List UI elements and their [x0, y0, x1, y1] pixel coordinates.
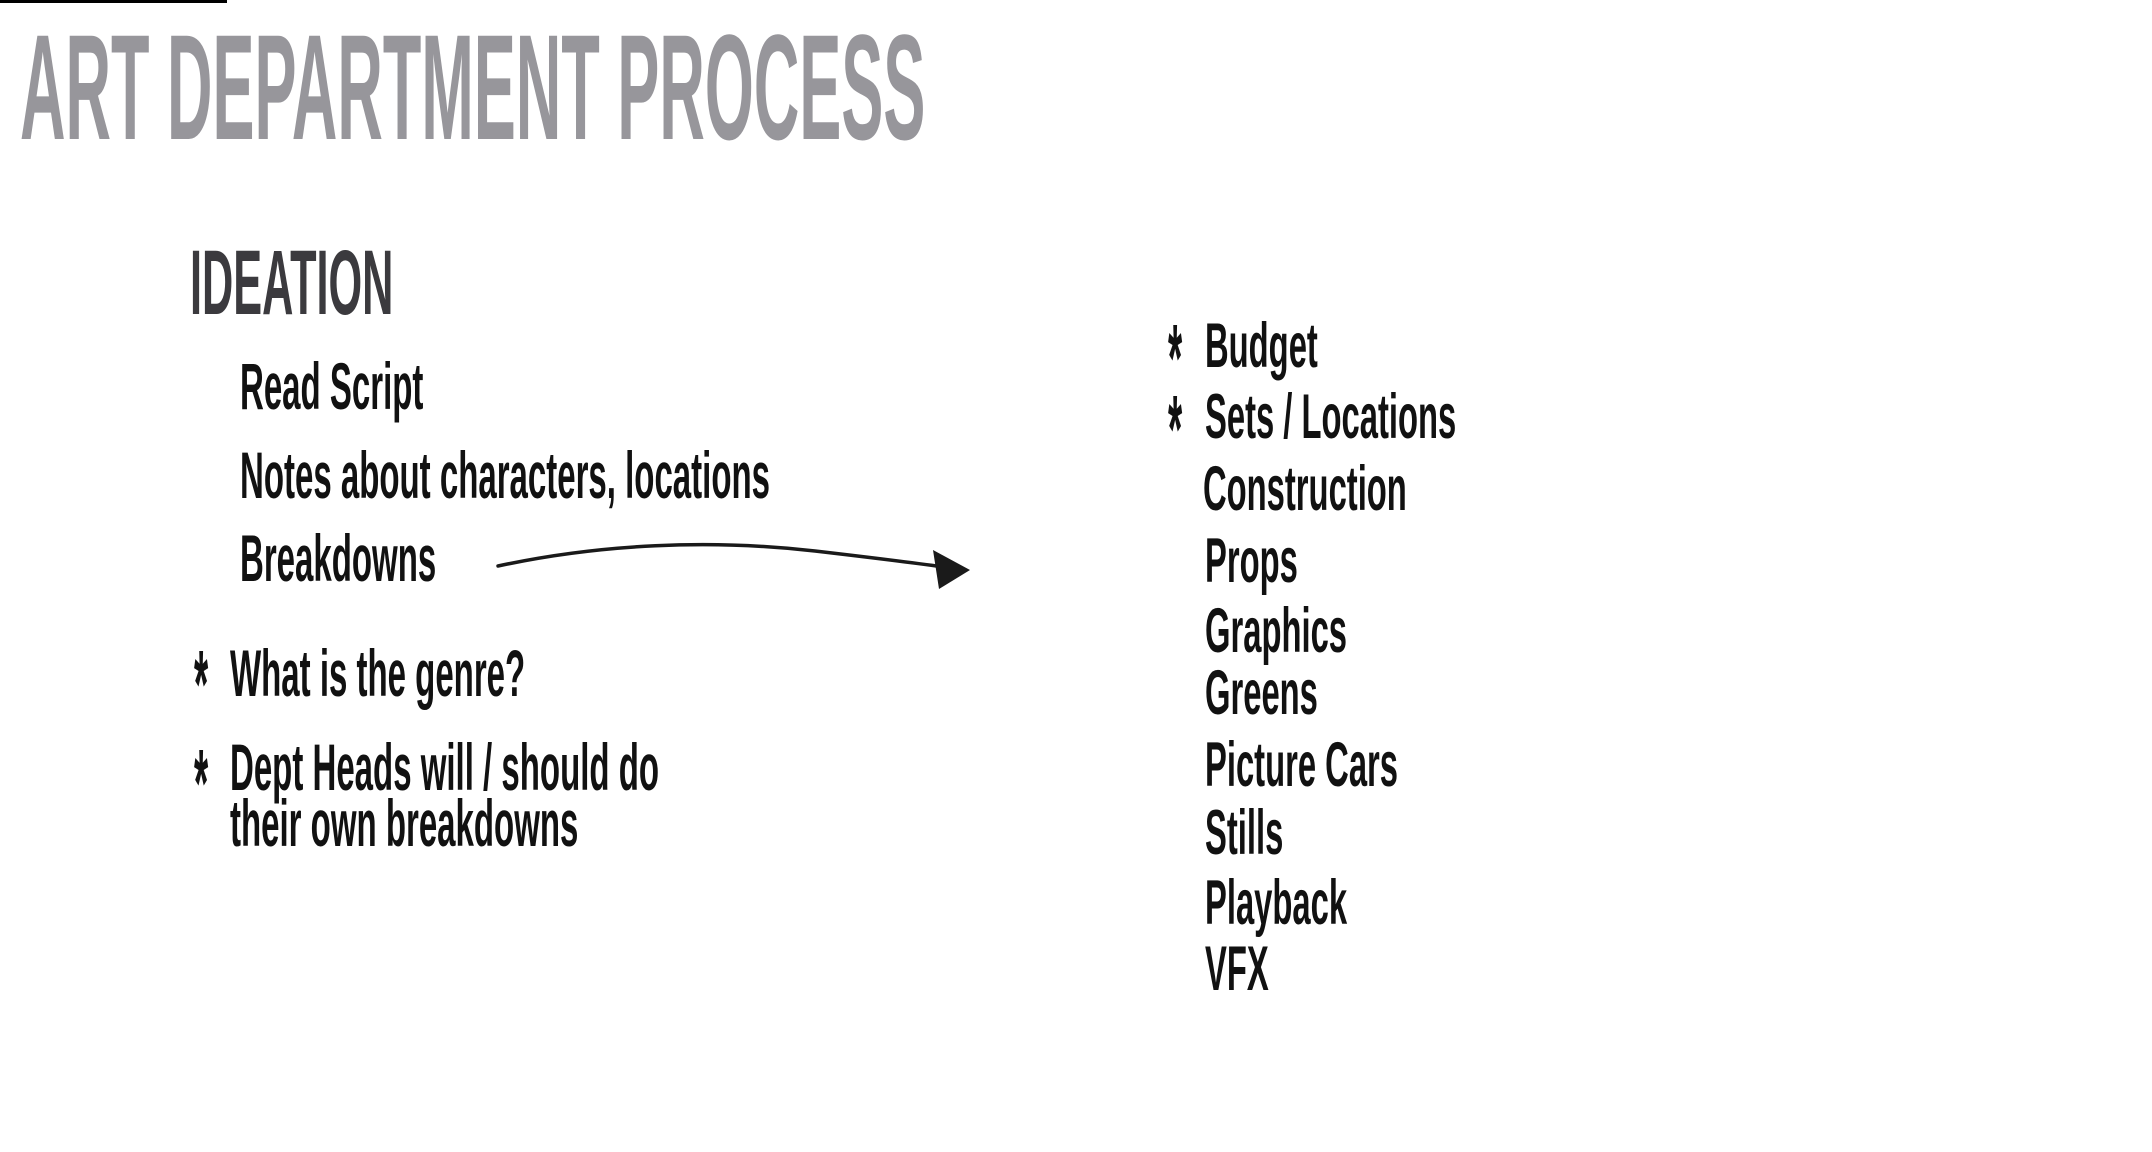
- top-edge-artifact: [0, 0, 227, 3]
- note-genre: What is the genre?: [230, 640, 820, 706]
- note-dept-heads-marker: *: [194, 736, 231, 832]
- breakdown-item-props: Props: [1205, 530, 1384, 593]
- breakdown-item-sets-locations: Sets / Locations: [1205, 386, 1688, 449]
- breakdown-item-label: VFX: [1205, 934, 1269, 1004]
- asterisk-marker: *: [194, 631, 209, 738]
- breakdown-item-picture-cars: Picture Cars: [1205, 734, 1576, 797]
- ideation-step-label: Breakdowns: [240, 521, 437, 595]
- ideation-step-breakdowns: Breakdowns: [240, 525, 632, 591]
- asterisk-marker: *: [194, 730, 209, 837]
- page-title: ART DEPARTMENT PROCESS: [20, 12, 2152, 162]
- breakdown-item-label: Sets / Locations: [1205, 382, 1457, 452]
- asterisk-marker: *: [1168, 305, 1183, 412]
- breakdown-item-label: Budget: [1205, 311, 1318, 381]
- asterisk-marker: *: [1168, 376, 1183, 483]
- note-genre-marker: *: [194, 637, 231, 733]
- breakdown-item-label: Playback: [1205, 868, 1348, 938]
- breakdown-item-greens: Greens: [1205, 662, 1422, 725]
- ideation-step-label: Notes about characters, locations: [240, 438, 770, 512]
- breakdown-item-budget: Budget: [1205, 315, 1422, 378]
- page-title-text: ART DEPARTMENT PROCESS: [20, 3, 926, 171]
- breakdown-item-label: Graphics: [1205, 596, 1348, 666]
- breakdown-row-marker: *: [1168, 311, 1205, 407]
- ideation-step-label: Read Script: [240, 349, 424, 423]
- note-genre-text: What is the genre?: [230, 636, 526, 710]
- breakdown-item-label: Construction: [1203, 454, 1407, 524]
- breakdown-item-label: Greens: [1205, 658, 1318, 728]
- note-dept-heads: Dept Heads will / should do their own br…: [230, 730, 1088, 860]
- ideation-step-read-script: Read Script: [240, 353, 607, 419]
- arrow-head-icon: [933, 550, 970, 589]
- breakdown-item-construction: Construction: [1203, 458, 1595, 521]
- breakdown-row-marker: *: [1168, 382, 1205, 478]
- section-heading-text: IDEATION: [190, 232, 394, 334]
- section-heading-ideation: IDEATION: [190, 237, 623, 329]
- breakdown-item-vfx: VFX: [1205, 938, 1328, 1001]
- breakdown-item-playback: Playback: [1205, 872, 1478, 935]
- breakdown-item-label: Stills: [1205, 798, 1284, 868]
- breakdown-item-stills: Stills: [1205, 802, 1356, 865]
- breakdown-item-graphics: Graphics: [1205, 600, 1478, 663]
- breakdown-item-label: Props: [1205, 526, 1298, 596]
- note-dept-heads-line1: Dept Heads will / should do: [230, 730, 660, 804]
- breakdown-item-label: Picture Cars: [1205, 730, 1399, 800]
- note-dept-heads-line2: their own breakdowns: [230, 786, 579, 860]
- ideation-step-notes: Notes about characters, locations: [240, 442, 1300, 508]
